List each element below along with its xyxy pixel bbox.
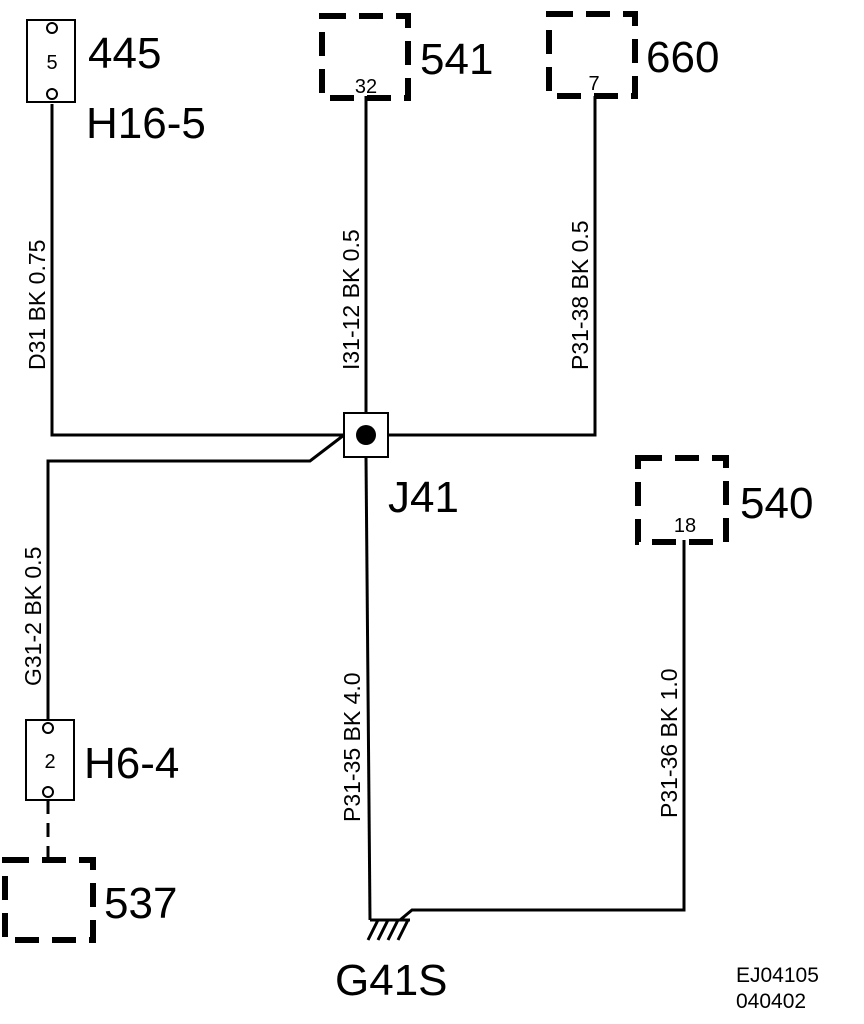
- component-537-label: 537: [104, 879, 177, 928]
- connector-h16-5: 5: [26, 19, 76, 103]
- wire-label-g31-2: G31-2 BK 0.5: [20, 547, 46, 686]
- component-660-box: [546, 11, 638, 99]
- pin-number: 18: [674, 515, 696, 537]
- pin-number: 5: [46, 52, 57, 74]
- component-537-box: [2, 857, 96, 943]
- wire-p31-35: [364, 456, 372, 921]
- splice-j41: [343, 412, 389, 458]
- pin-number: 2: [44, 751, 55, 773]
- component-540-label: 540: [740, 479, 813, 528]
- diagram-code: EJ04105: [736, 964, 819, 987]
- component-541-box: [319, 13, 411, 101]
- connector-h6-4-label: H6-4: [84, 739, 179, 788]
- wire-label-d31: D31 BK 0.75: [24, 240, 50, 370]
- ground-g41s-label: G41S: [335, 956, 448, 1005]
- wire-label-p31-38: P31-38 BK 0.5: [567, 220, 593, 370]
- ground-icon: [366, 918, 410, 941]
- splice-j41-label: J41: [388, 473, 459, 522]
- pin-number: 32: [355, 76, 377, 98]
- pin-number: 7: [588, 73, 599, 95]
- wire-p31-36: [399, 540, 686, 922]
- wire-label-p31-35: P31-35 BK 4.0: [339, 672, 365, 822]
- wire-label-p31-36: P31-36 BK 1.0: [656, 668, 682, 818]
- component-540-box: [635, 455, 729, 545]
- wire-g31-2: [46, 433, 345, 720]
- component-445-label: 445: [88, 29, 161, 78]
- wire-label-i31-12: I31-12 BK 0.5: [338, 229, 364, 370]
- wire-d31: [50, 104, 344, 437]
- component-660-label: 660: [646, 33, 719, 82]
- connector-h6-4: 2: [25, 719, 75, 801]
- wires: [46, 96, 686, 922]
- diagram-date: 040402: [736, 990, 806, 1013]
- connector-h16-5-label: H16-5: [86, 99, 206, 148]
- wire-p31-38: [388, 96, 597, 437]
- component-541-label: 541: [420, 35, 493, 84]
